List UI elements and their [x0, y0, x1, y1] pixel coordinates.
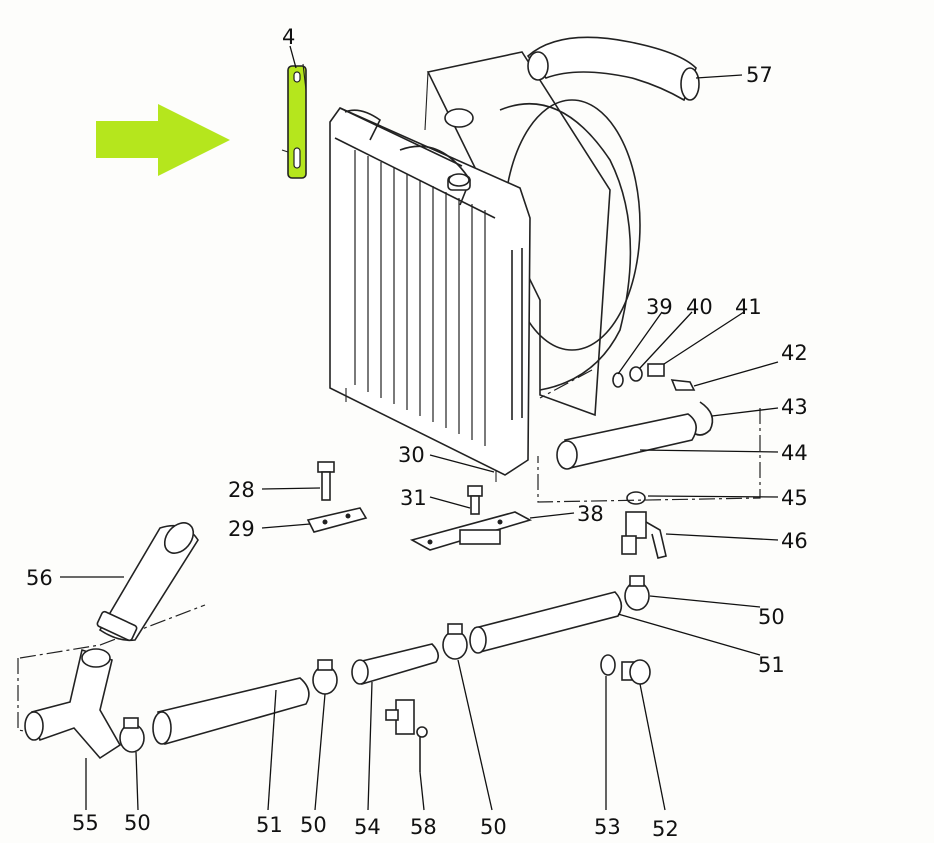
callout-56: 56 — [26, 566, 53, 590]
hose-part-51-right — [474, 591, 623, 653]
callout-40: 40 — [686, 295, 713, 319]
callout-55: 55 — [72, 811, 99, 835]
callout-54: 54 — [354, 815, 381, 839]
callout-57: 57 — [746, 63, 773, 87]
callout-52: 52 — [652, 817, 679, 841]
callout-50-b: 50 — [300, 813, 327, 837]
callout-50-a: 50 — [124, 811, 151, 835]
clamp-part-50-d — [624, 575, 650, 611]
callout-38: 38 — [577, 502, 604, 526]
callout-29: 29 — [228, 517, 255, 541]
callout-46: 46 — [781, 529, 808, 553]
bolt-part-31 — [467, 485, 483, 515]
callout-58: 58 — [410, 815, 437, 839]
callout-43: 43 — [781, 395, 808, 419]
callout-44: 44 — [781, 441, 808, 465]
callout-31: 31 — [400, 486, 427, 510]
callout-39: 39 — [646, 295, 673, 319]
clip-part-42 — [670, 379, 696, 391]
mounting-parts-group — [306, 461, 533, 551]
lower-hose-group — [119, 575, 651, 772]
green-arrow-icon — [96, 104, 230, 176]
washer-part-39 — [612, 372, 624, 388]
callout-42: 42 — [781, 341, 808, 365]
bolt-part-41 — [647, 363, 665, 377]
callout-28: 28 — [228, 478, 255, 502]
drain-tap-part-46 — [621, 511, 667, 559]
sleeve-part-44 — [564, 413, 697, 469]
clamp-part-50-a — [119, 717, 145, 753]
drain-parts-group — [556, 363, 714, 559]
radiator-core — [329, 107, 531, 482]
callout-50-c: 50 — [480, 815, 507, 839]
plate-part-29 — [306, 507, 368, 533]
callout-45: 45 — [781, 486, 808, 510]
mounting-strap-part-4 — [281, 63, 307, 179]
callout-51-left: 51 — [256, 813, 283, 837]
hose-part-56 — [96, 522, 199, 642]
callout-labels: 4 57 39 40 41 42 43 44 45 46 30 28 29 31… — [26, 25, 808, 841]
upper-hose-part-57 — [526, 36, 700, 102]
bolt-part-28 — [317, 461, 335, 501]
callout-4: 4 — [282, 25, 295, 49]
plug-part-52 — [621, 659, 651, 685]
ring-part-43 — [689, 401, 714, 436]
clamp-part-50-c — [442, 623, 468, 660]
callout-30: 30 — [398, 443, 425, 467]
callout-41: 41 — [735, 295, 762, 319]
washer-part-53 — [600, 654, 616, 676]
callout-50-right: 50 — [758, 605, 785, 629]
y-pipe-part-55 — [24, 648, 122, 760]
callout-53: 53 — [594, 815, 621, 839]
washer-part-40 — [629, 366, 643, 382]
washer-part-45 — [626, 491, 646, 505]
leader-lines — [60, 45, 779, 811]
hose-part-54 — [357, 643, 440, 686]
clamp-part-50-b — [312, 659, 338, 695]
hose-part-51-left — [157, 677, 310, 746]
callout-51-right: 51 — [758, 653, 785, 677]
drain-valve-part-58 — [385, 699, 428, 772]
